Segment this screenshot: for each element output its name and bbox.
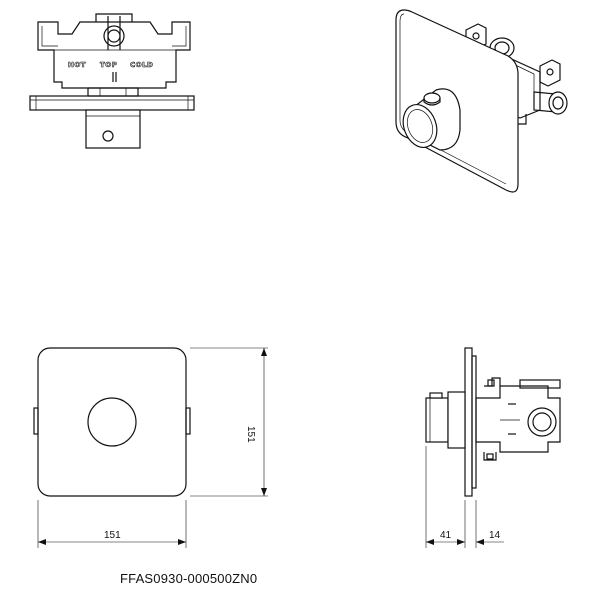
side-depth-dimension-b: 14: [489, 530, 501, 541]
isometric-view: [395, 9, 568, 193]
iso-knob-button: [423, 92, 441, 104]
top-view: HOT TOP COLD: [29, 13, 195, 149]
product-code: FFAS0930-000500ZN0: [120, 571, 258, 586]
side-outlet-port: [527, 407, 557, 437]
top-view-knob-marker: [102, 130, 114, 142]
side-view: 41 14: [425, 347, 561, 548]
stamp-top: TOP: [100, 61, 117, 69]
front-height-dimension: 151: [245, 426, 256, 443]
front-side-tab-left: [33, 407, 39, 435]
front-view: 151 151: [33, 347, 268, 548]
top-view-flange: [29, 95, 195, 111]
front-cover-plate: [37, 347, 187, 497]
iso-pipe-right: [548, 91, 568, 115]
top-view-lug: [95, 13, 133, 22]
top-view-body: [37, 21, 191, 89]
front-knob: [87, 397, 137, 447]
side-cover-plate: [464, 347, 473, 497]
stamp-cold: COLD: [130, 61, 153, 69]
side-knob: [425, 397, 449, 443]
top-view-port: [103, 25, 125, 47]
front-width-dimension: 151: [104, 530, 121, 541]
iso-knob-face: [402, 104, 438, 148]
front-side-tab-right: [185, 407, 191, 435]
side-depth-dimension-a: 41: [440, 530, 452, 541]
stamp-hot: HOT: [68, 61, 86, 69]
